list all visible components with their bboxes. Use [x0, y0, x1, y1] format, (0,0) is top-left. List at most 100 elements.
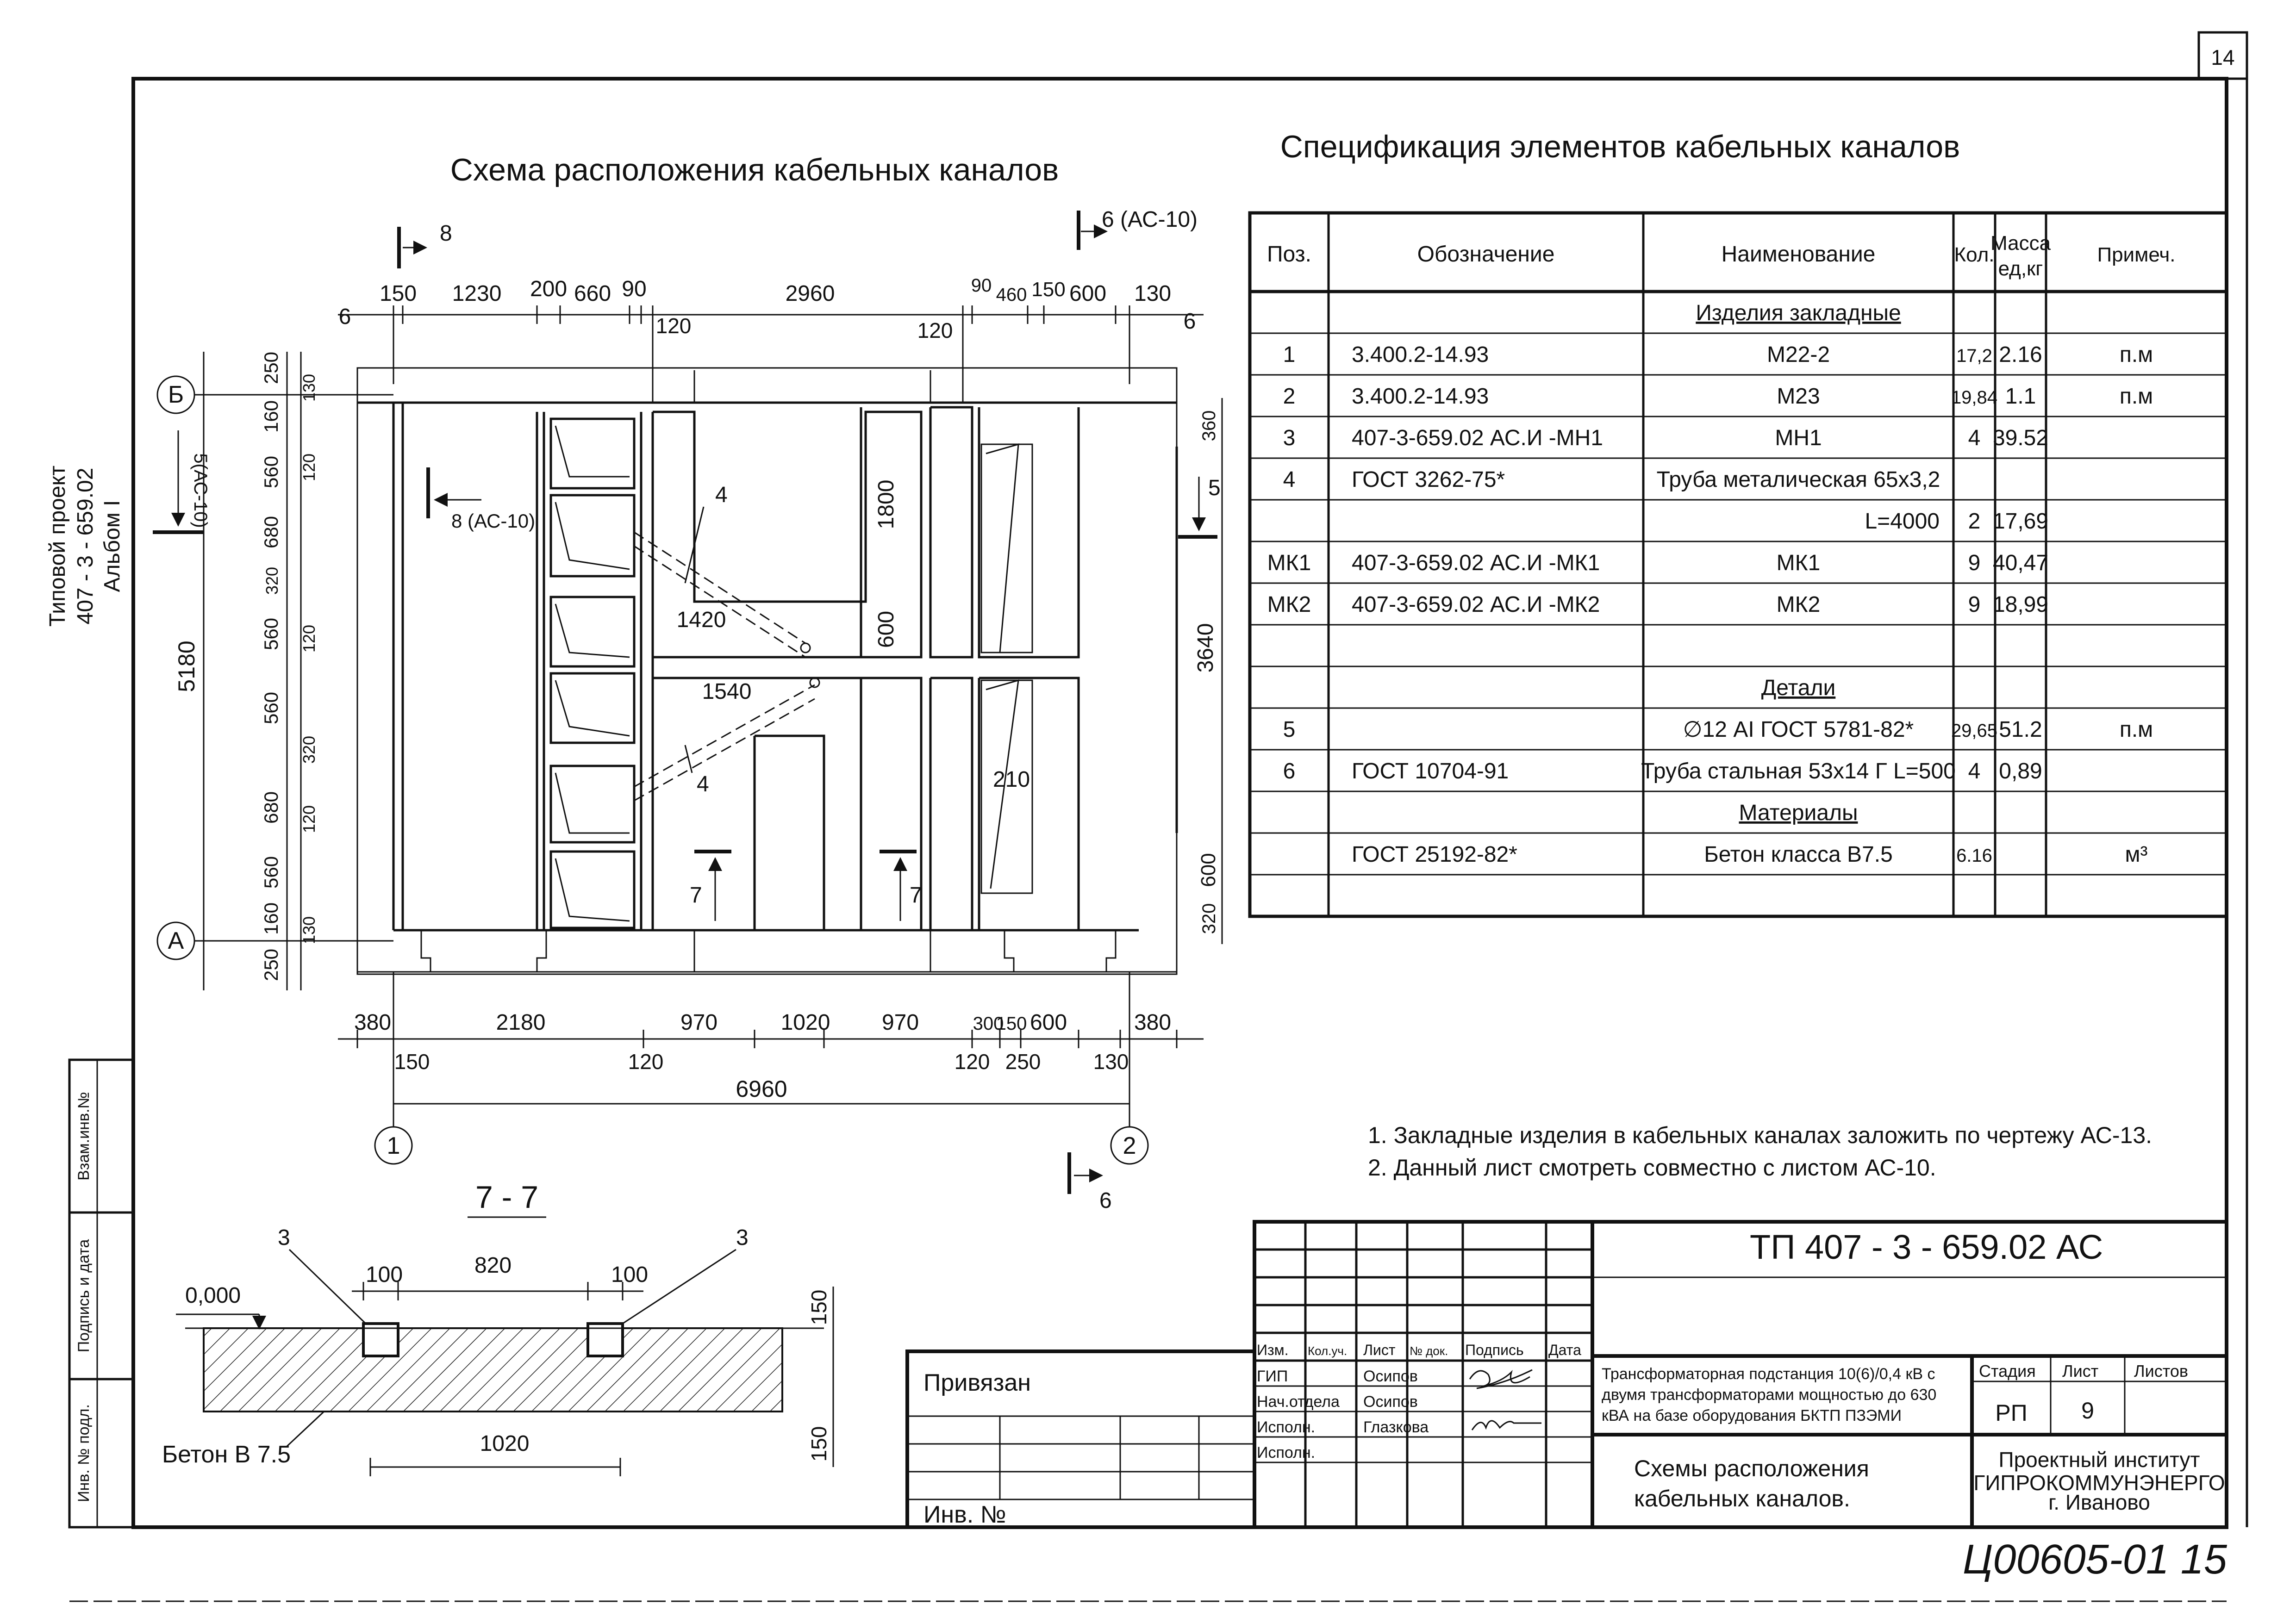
callout-3-right: 3 — [736, 1225, 749, 1250]
specification: Спецификация элементов кабельных каналов… — [1248, 129, 2228, 918]
dim-top-130: 130 — [1134, 281, 1171, 306]
spec-cell-name: Бетон класса В7.5 — [1704, 842, 1893, 867]
project-code: 407 - 3 - 659.02 — [73, 468, 98, 625]
spec-cell-code: 407-3-659.02 АС.И -МК2 — [1352, 592, 1600, 617]
project-label: Типовой проект — [45, 466, 70, 627]
dim-bot-970b: 970 — [882, 1010, 919, 1035]
spec-cell-pos: 4 — [1283, 467, 1296, 492]
spec-cell-qty: 9 — [1968, 551, 1981, 575]
dim-inner-1540: 1540 — [702, 679, 752, 704]
spec-header-3: Кол. — [1954, 243, 1994, 266]
spec-cell-note: п.м — [2120, 717, 2153, 742]
title-cols: Изм. Кол.уч. Лист № док. Подпись Дата — [1257, 1342, 1581, 1358]
svg-text:680: 680 — [260, 516, 282, 548]
title-roles: ГИП Нач.отдела Исполн. Исполн. Осипов Ос… — [1257, 1368, 1429, 1461]
svg-text:Осипов: Осипов — [1363, 1393, 1418, 1411]
section-6-bottom: 6 — [1099, 1188, 1112, 1213]
stage-label: Стадия — [1979, 1362, 2036, 1380]
level-mark: 0,000 — [185, 1283, 241, 1308]
sheet-value: 9 — [2081, 1398, 2094, 1424]
svg-text:130: 130 — [299, 916, 318, 944]
dim-top-150b: 150 — [1031, 278, 1065, 301]
spec-cell-name: Труба стальная 53х14 Г L=500 — [1641, 759, 1956, 784]
stage-value: РП — [1995, 1400, 2027, 1426]
spec-cell-code: 3.400.2-14.93 — [1352, 384, 1489, 409]
svg-text:160: 160 — [260, 400, 282, 433]
section-7-left: 7 — [690, 883, 702, 908]
svg-text:250: 250 — [260, 949, 282, 981]
spec-cell-name: М22-2 — [1767, 342, 1830, 367]
dim-bot2-120a: 120 — [628, 1050, 664, 1074]
section-5-label: 5 — [1208, 476, 1221, 500]
dim-top-600: 600 — [1069, 281, 1106, 306]
svg-text:560: 560 — [260, 856, 282, 889]
svg-text:560: 560 — [260, 692, 282, 724]
dim-77-100b: 100 — [611, 1262, 648, 1287]
spec-cell-code: ГОСТ 10704-91 — [1352, 759, 1509, 784]
note-1: 1. Закладные изделия в кабельных каналах… — [1368, 1122, 2152, 1148]
axes: Б А 1 2 — [156, 375, 1149, 1165]
dim-inner-600: 600 — [874, 611, 898, 648]
section-8-label: 8 — [440, 221, 452, 246]
spec-cell-qty: 4 — [1968, 426, 1981, 450]
dim-inner-1420: 1420 — [677, 608, 726, 632]
axis-A: А — [168, 927, 184, 954]
spec-cell-name: ∅12 АI ГОСТ 5781-82* — [1683, 717, 1914, 742]
spec-cell-name: L=4000 — [1865, 509, 1940, 534]
spec-header-5: Примеч. — [2097, 243, 2175, 266]
dim-77-820: 820 — [474, 1253, 512, 1278]
svg-text:120: 120 — [299, 805, 318, 833]
spec-cell-name: Изделия закладные — [1696, 301, 1901, 325]
spec-cell-pos: 5 — [1283, 717, 1296, 742]
spec-cell-mass: 17,69 — [1993, 509, 2048, 534]
dim-bot2-130: 130 — [1093, 1050, 1129, 1074]
spec-cell-mass: 1.1 — [2005, 384, 2036, 409]
handwritten-stamp: Ц00605-01 15 — [1963, 1536, 2227, 1583]
spec-cell-pos: 6 — [1283, 759, 1296, 784]
dim-bot2-150: 150 — [394, 1050, 430, 1074]
signatures — [1469, 1369, 1541, 1430]
section-7-right: 7 — [910, 883, 922, 908]
dim-top-2960: 2960 — [786, 281, 835, 306]
svg-text:320: 320 — [262, 567, 281, 595]
svg-text:160: 160 — [260, 902, 282, 935]
callout-4-lower: 4 — [697, 772, 709, 796]
svg-text:250: 250 — [260, 352, 282, 384]
plan-title: Схема расположения кабельных каналов — [450, 152, 1059, 187]
dim-left-total: 5180 — [174, 640, 200, 692]
section-6-ac10-top: 6 (АС-10) — [1102, 207, 1198, 232]
org-1: Проектный институт — [1999, 1448, 2200, 1472]
dim-bot-150: 150 — [996, 1014, 1027, 1034]
dim-inner-120b: 120 — [917, 318, 953, 342]
dim-top-660: 660 — [574, 281, 611, 306]
right-dimensions: 360 3640 600 320 — [1193, 398, 1223, 944]
field-vzam: Взам.инв.№ — [75, 1092, 93, 1181]
svg-text:Лист: Лист — [1363, 1342, 1396, 1358]
spec-cell-code: 3.400.2-14.93 — [1352, 342, 1489, 367]
svg-text:Исполн.: Исполн. — [1257, 1418, 1315, 1436]
svg-text:560: 560 — [260, 456, 282, 488]
sheets-label: Листов — [2134, 1362, 2188, 1380]
section-8-ac10: 8 (АС-10) — [451, 510, 535, 532]
axis-2: 2 — [1123, 1132, 1136, 1159]
svg-text:680: 680 — [260, 791, 282, 824]
dim-77-150b: 150 — [807, 1426, 831, 1462]
spec-cell-note: п.м — [2120, 342, 2153, 367]
svg-text:Нач.отдела: Нач.отдела — [1257, 1393, 1340, 1411]
left-margin: Типовой проект 407 - 3 - 659.02 Альбом I… — [45, 466, 135, 1529]
inv-label: Инв. № — [923, 1501, 1006, 1528]
section-5-ac10: 5(АС-10) — [190, 453, 211, 528]
object-desc-2: двумя трансформаторами мощностью до 630 — [1602, 1386, 1936, 1404]
org-2: ГИПРОКОММУНЭНЕРГО — [1973, 1471, 2225, 1495]
dim-top-90: 90 — [622, 277, 646, 301]
dim-bot-970a: 970 — [680, 1010, 718, 1035]
sheet-label: Лист — [2062, 1362, 2098, 1380]
section-7-7: 7 - 7 0,000 3 3 100 820 100 1020 150 150… — [162, 1180, 834, 1476]
dim-bot-2180: 2180 — [496, 1010, 546, 1035]
spec-cell-name: МК2 — [1777, 592, 1821, 617]
callout-3-left: 3 — [278, 1225, 290, 1250]
dim-total-6960: 6960 — [736, 1076, 787, 1102]
